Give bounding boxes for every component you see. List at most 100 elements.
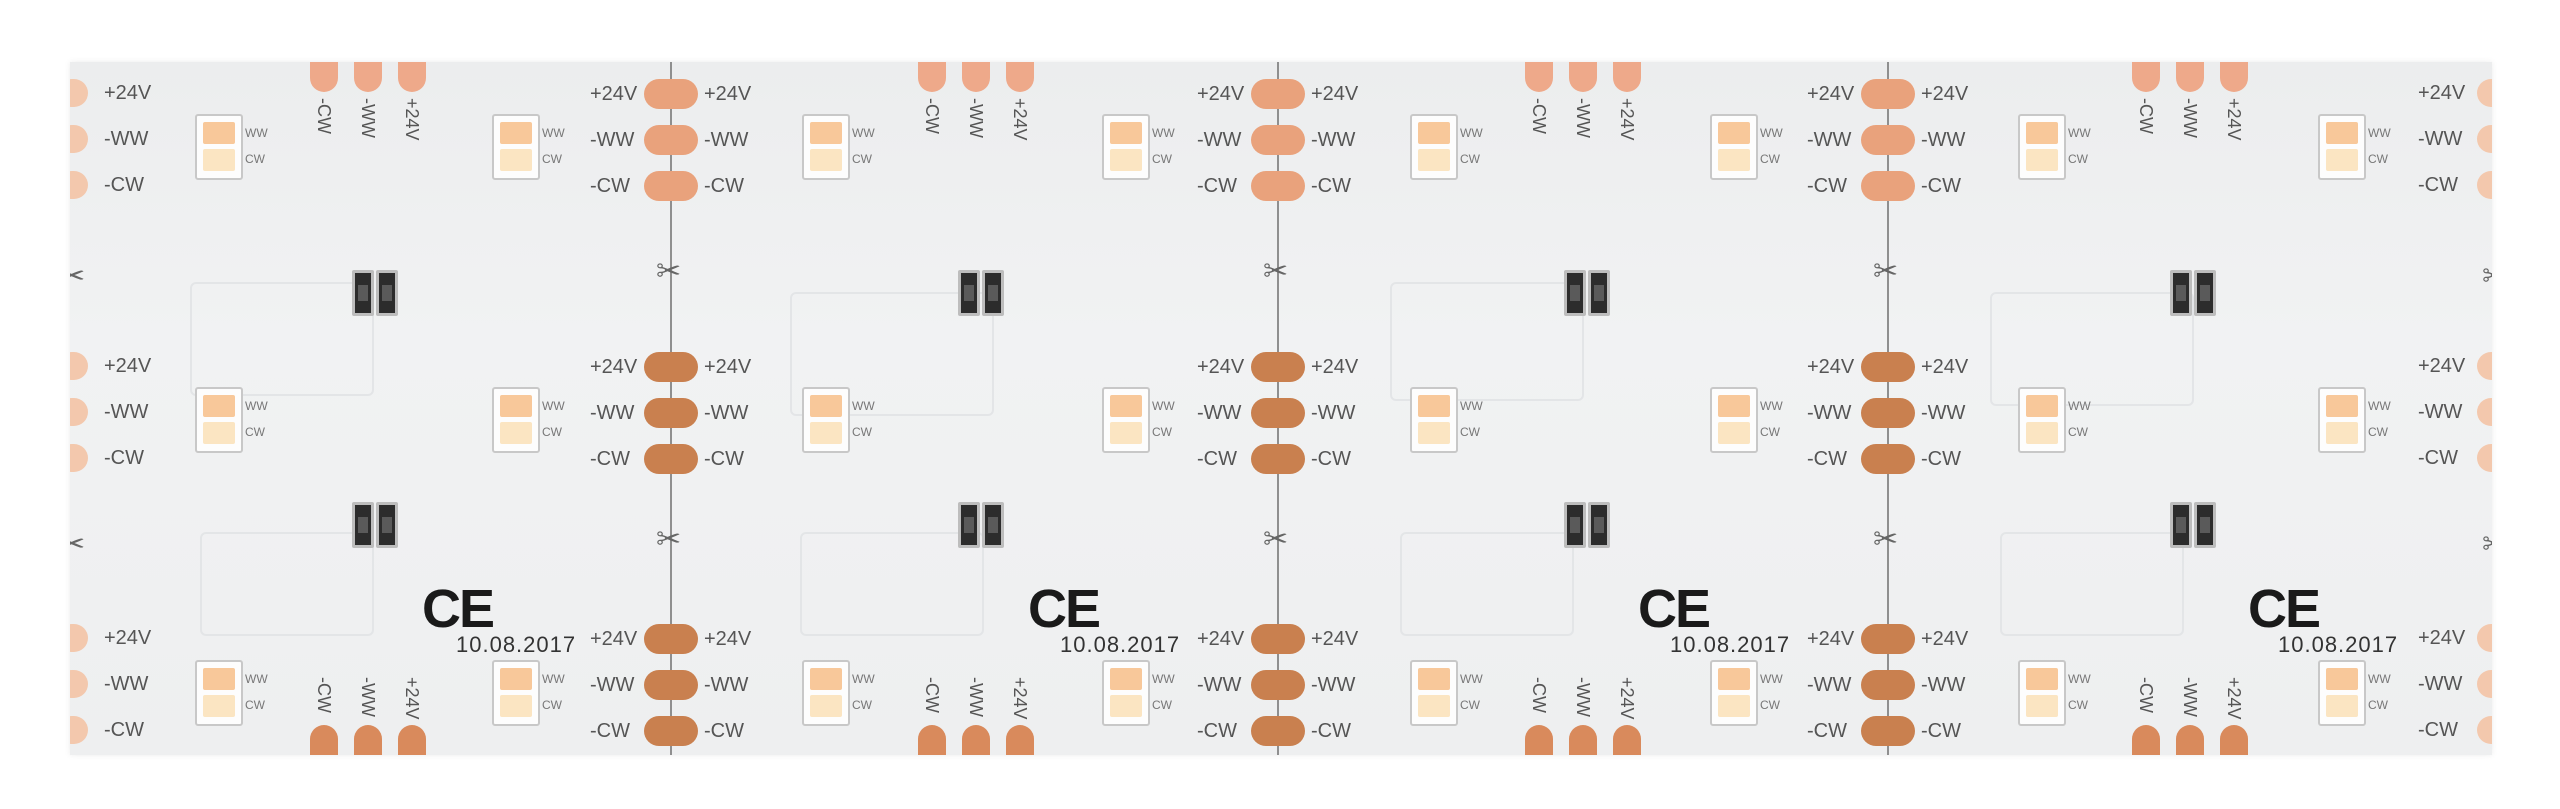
led-label-cw: CW (245, 425, 265, 439)
pad-label-left: -CW (1197, 175, 1237, 197)
pad-label-left: -WW (1197, 129, 1242, 151)
top-edge-pad (310, 62, 338, 92)
led-label-ww: WW (1760, 399, 1783, 413)
pad-label-right: +24V (1311, 83, 1359, 105)
edge-solder-pad (2477, 79, 2492, 107)
pad-label-right: -CW (1311, 448, 1351, 470)
edge-pad-label: -CW (2418, 447, 2458, 469)
pad-label-left: -WW (590, 129, 635, 151)
edge-solder-pad (70, 716, 88, 744)
led-label-cw: CW (2068, 425, 2088, 439)
led-label-ww: WW (542, 126, 565, 140)
pad-label-left: +24V (1197, 628, 1245, 650)
ce-mark: CE (1638, 579, 1711, 639)
solder-pad (1861, 670, 1915, 700)
bottom-edge-pad (354, 725, 382, 755)
led-chip (1410, 114, 1458, 180)
pcb-trace (190, 282, 374, 396)
led-label-cw: CW (542, 698, 562, 712)
scissors-icon: ✂ (2482, 530, 2492, 560)
solder-pad (1251, 171, 1305, 201)
pad-label-right: +24V (1311, 628, 1359, 650)
pad-label-left: -CW (1807, 448, 1847, 470)
pad-label-left: -WW (1197, 674, 1242, 696)
led-chip (492, 114, 540, 180)
scissors-icon: ✂ (1263, 255, 1289, 288)
solder-pad (1861, 444, 1915, 474)
scissors-icon: ✂ (70, 528, 86, 561)
pad-label-right: -CW (704, 448, 744, 470)
top-vertical-label: -WW (1573, 98, 1593, 138)
edge-pad-label: +24V (2418, 627, 2466, 649)
pad-label-right: -CW (704, 720, 744, 742)
solder-pad (1251, 125, 1305, 155)
resistor (376, 502, 398, 548)
pad-label-left: -WW (1807, 402, 1852, 424)
led-label-cw: CW (1460, 152, 1480, 166)
led-chip (1410, 387, 1458, 453)
top-vertical-label: -CW (922, 98, 942, 134)
pad-label-right: +24V (704, 356, 752, 378)
ce-mark: CE (1028, 579, 1101, 639)
bottom-vertical-label: -CW (2136, 677, 2156, 713)
bottom-vertical-label: -WW (2180, 677, 2200, 717)
edge-solder-pad (70, 125, 88, 153)
led-label-cw: CW (2368, 425, 2388, 439)
date-stamp: 10.08.2017 (1060, 632, 1181, 657)
top-edge-pad (918, 62, 946, 92)
bottom-vertical-label: +24V (402, 677, 422, 720)
edge-pad-label: -CW (104, 719, 144, 741)
edge-solder-pad (2477, 398, 2492, 426)
pad-label-left: +24V (1807, 356, 1855, 378)
led-label-ww: WW (2368, 126, 2391, 140)
edge-pad-label: -CW (2418, 174, 2458, 196)
led-label-cw: CW (245, 698, 265, 712)
solder-pad (644, 670, 698, 700)
led-chip (1710, 114, 1758, 180)
led-label-ww: WW (1152, 399, 1175, 413)
resistor (958, 502, 980, 548)
pad-label-left: -CW (590, 448, 630, 470)
pad-label-left: -WW (590, 402, 635, 424)
solder-pad (1251, 79, 1305, 109)
led-chip (195, 114, 243, 180)
led-chip (2318, 114, 2366, 180)
edge-solder-pad (70, 352, 88, 380)
led-chip (2318, 660, 2366, 726)
pad-label-left: -CW (1807, 720, 1847, 742)
pad-label-right: -CW (1921, 720, 1961, 742)
edge-pad-label: -CW (2418, 719, 2458, 741)
scissors-icon: ✂ (656, 255, 682, 288)
bottom-vertical-label: -WW (358, 677, 378, 717)
bottom-edge-pad (1569, 725, 1597, 755)
edge-solder-pad (2477, 171, 2492, 199)
pad-label-right: +24V (1921, 628, 1969, 650)
scissors-icon: ✂ (2482, 262, 2492, 292)
scissors-icon: ✂ (1263, 523, 1289, 556)
top-vertical-label: -CW (1529, 98, 1549, 134)
edge-pad-label: +24V (2418, 355, 2466, 377)
pad-label-left: -WW (1197, 402, 1242, 424)
bottom-edge-pad (310, 725, 338, 755)
led-chip (1102, 114, 1150, 180)
led-label-ww: WW (2068, 399, 2091, 413)
led-label-ww: WW (245, 126, 268, 140)
solder-pad (1251, 352, 1305, 382)
edge-pad-label: -WW (2418, 401, 2463, 423)
resistor (982, 270, 1004, 316)
pad-label-left: +24V (590, 356, 638, 378)
scissors-icon: ✂ (1873, 255, 1899, 288)
solder-pad (1861, 398, 1915, 428)
date-stamp: 10.08.2017 (456, 632, 577, 657)
led-label-ww: WW (1460, 126, 1483, 140)
led-label-cw: CW (1152, 425, 1172, 439)
edge-pad-label: +24V (104, 82, 152, 104)
led-chip (802, 660, 850, 726)
top-edge-pad (354, 62, 382, 92)
solder-pad (1251, 624, 1305, 654)
edge-solder-pad (2477, 670, 2492, 698)
led-label-ww: WW (1152, 672, 1175, 686)
pad-label-right: -WW (1921, 402, 1966, 424)
resistor (352, 502, 374, 548)
solder-pad (644, 125, 698, 155)
